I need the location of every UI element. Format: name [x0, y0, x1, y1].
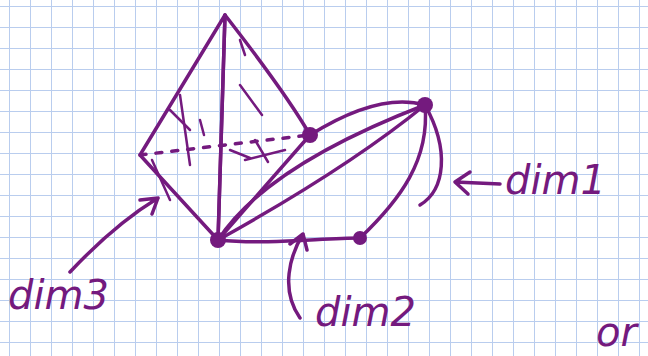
- edge: [360, 105, 426, 238]
- triangle-edge: [218, 105, 425, 240]
- dimension-label: dim1: [505, 160, 606, 200]
- tetrahedron-hidden-edge: [140, 135, 310, 155]
- pointer-arrow: [70, 198, 158, 272]
- vertices: [210, 97, 433, 248]
- triangle-edge: [218, 105, 425, 240]
- pointer-arrow: [289, 234, 307, 318]
- dimension-label: dim3: [8, 275, 109, 315]
- tetrahedron-edge: [218, 15, 225, 240]
- tetrahedron-edge: [225, 15, 310, 135]
- edge: [420, 105, 441, 205]
- hatching: [152, 40, 285, 200]
- tetrahedron-face: [140, 15, 225, 240]
- dimension-label: dim2: [315, 292, 416, 332]
- edge: [218, 238, 360, 242]
- dimension-label: or: [596, 312, 637, 352]
- pointer-arrow: [455, 172, 500, 194]
